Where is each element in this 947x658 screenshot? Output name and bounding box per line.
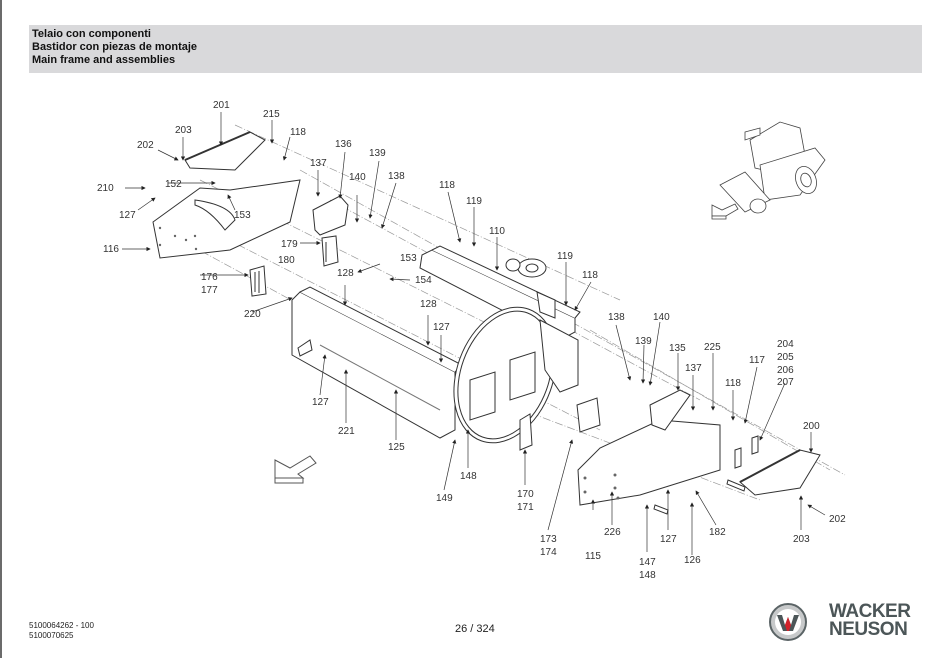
callout-119: 119: [466, 196, 482, 207]
callout-128: 128: [337, 268, 354, 279]
bracket-136: [312, 195, 349, 236]
page-indicator: 26 / 324: [455, 623, 495, 635]
callout-115: 115: [585, 551, 601, 562]
callout-180: 180: [278, 255, 295, 266]
callout-117: 117: [749, 355, 765, 366]
callout-177: 177: [201, 285, 218, 296]
callout-173: 173: [540, 534, 557, 545]
machine-thumbnail-icon: [711, 121, 826, 220]
pin-rods: [653, 479, 746, 515]
callout-127-c: 127: [312, 397, 329, 408]
latch-117: [734, 435, 759, 469]
title-italian: Telaio con componenti: [32, 28, 151, 40]
callout-207: 207: [777, 377, 794, 388]
callout-138-b: 138: [608, 312, 625, 323]
title-spanish: Bastidor con piezas de montaje: [32, 41, 198, 53]
bracket-176: [249, 265, 267, 297]
callout-140: 140: [349, 172, 366, 183]
callout-127-b: 127: [433, 322, 450, 333]
callout-206: 206: [777, 365, 794, 376]
callout-152: 152: [165, 179, 182, 190]
callout-140-b: 140: [653, 312, 670, 323]
callout-127: 127: [119, 210, 136, 221]
brand-line-2: NEUSON: [829, 619, 908, 640]
callout-200: 200: [803, 421, 820, 432]
callout-137: 137: [310, 158, 327, 169]
wacker-neuson-logo-icon: [769, 603, 807, 641]
cover-plate-200: [739, 449, 821, 496]
bracket-135: [649, 389, 691, 431]
callout-125: 125: [388, 442, 405, 453]
callout-171: 171: [517, 502, 534, 513]
callout-170: 170: [517, 489, 534, 500]
callout-210: 210: [97, 183, 114, 194]
callout-126: 126: [684, 555, 701, 566]
callout-221: 221: [338, 426, 355, 437]
callout-202: 202: [137, 140, 154, 151]
callout-118-b: 118: [439, 180, 455, 191]
callout-220: 220: [244, 309, 261, 320]
callout-148: 148: [460, 471, 477, 482]
doc-number-1: 5100064262 - 100: [29, 621, 94, 630]
callout-148-b: 148: [639, 570, 656, 581]
bracket-mid: [576, 397, 601, 433]
callout-225: 225: [704, 342, 721, 353]
side-plate-115: [577, 419, 721, 506]
callout-147: 147: [639, 557, 656, 568]
callout-204: 204: [777, 339, 794, 350]
callout-176: 176: [201, 272, 218, 283]
callout-138: 138: [388, 171, 405, 182]
leader-lines: [122, 112, 826, 555]
callout-labels: 201 215 203 118 202 136 137 139 140 138 …: [97, 100, 846, 581]
callout-139-b: 139: [635, 336, 652, 347]
callout-179: 179: [281, 239, 298, 250]
callout-226: 226: [604, 527, 621, 538]
page-left-border: [0, 0, 2, 658]
callout-154: 154: [415, 275, 432, 286]
callout-118-d: 118: [725, 378, 741, 389]
callout-205: 205: [777, 352, 794, 363]
callout-136: 136: [335, 139, 352, 150]
brand-wordmark: WACKER NEUSON: [829, 601, 911, 640]
title-english: Main frame and assemblies: [32, 54, 176, 66]
callout-174: 174: [540, 547, 557, 558]
callout-118: 118: [290, 127, 306, 138]
callout-182: 182: [709, 527, 726, 538]
top-cover-201: [184, 131, 266, 171]
drum-ring-frame: [453, 306, 579, 444]
callout-137-b: 137: [685, 363, 702, 374]
document-number: 5100064262 - 100 5100070625: [29, 621, 94, 641]
brand-line-1: WACKER: [829, 601, 911, 622]
callout-119-b: 119: [557, 251, 573, 262]
page-header: Telaio con componenti Bastidor con pieza…: [29, 25, 922, 73]
callout-201: 201: [213, 100, 230, 111]
callout-110: 110: [489, 226, 505, 237]
doc-number-2: 5100070625: [29, 631, 74, 640]
callout-116: 116: [103, 244, 119, 255]
direction-arrow-icon: [274, 455, 317, 484]
callout-215: 215: [263, 109, 280, 120]
callout-203-b: 203: [793, 534, 810, 545]
callout-203: 203: [175, 125, 192, 136]
callout-135: 135: [669, 343, 686, 354]
callout-153-b: 153: [400, 253, 417, 264]
bracket-179: [321, 235, 339, 267]
bracket-170: [519, 413, 533, 451]
callout-127-d: 127: [660, 534, 677, 545]
side-plate-116: [152, 179, 301, 259]
main-frame-125: [291, 286, 463, 439]
callout-118-c: 118: [582, 270, 598, 281]
callout-149: 149: [436, 493, 453, 504]
callout-202-b: 202: [829, 514, 846, 525]
callout-128-b: 128: [420, 299, 437, 310]
callout-153: 153: [234, 210, 251, 221]
callout-139: 139: [369, 148, 386, 159]
